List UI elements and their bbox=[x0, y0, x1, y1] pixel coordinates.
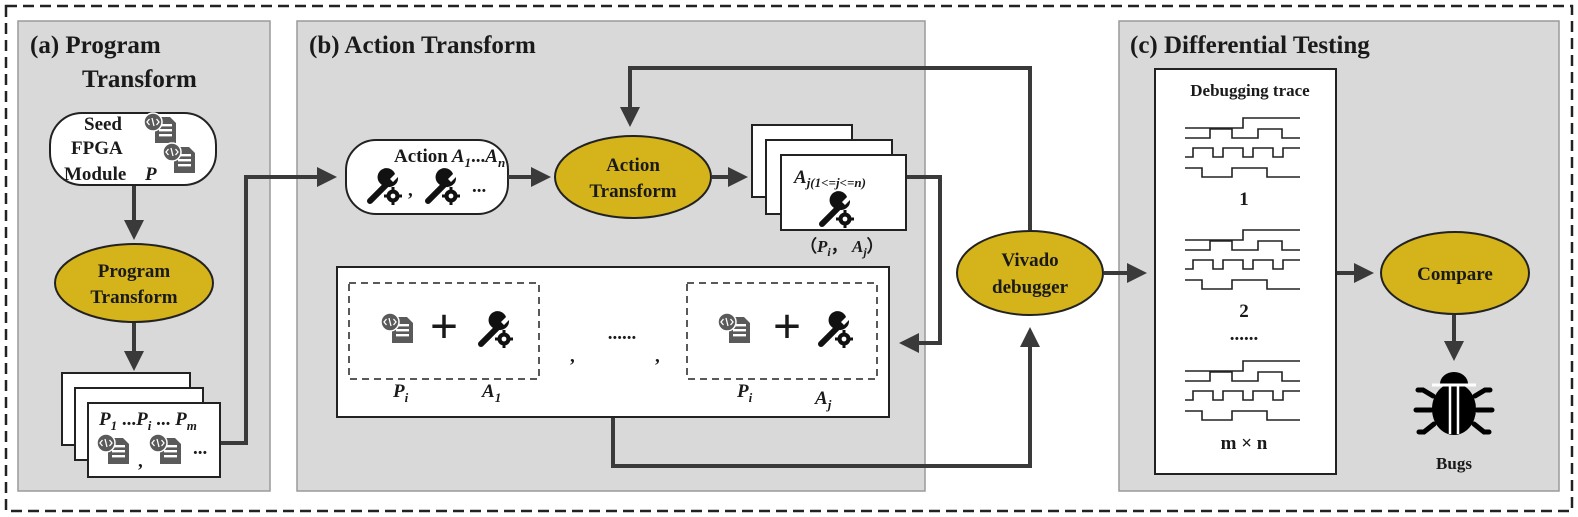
program-transform-line1: Program bbox=[98, 261, 171, 282]
seed-line3: Module bbox=[64, 164, 126, 185]
combinations-box bbox=[336, 266, 890, 418]
actions-ellipsis: ... bbox=[472, 176, 486, 197]
trace-panel bbox=[1154, 68, 1337, 475]
combo-right-p: Pi bbox=[736, 381, 753, 405]
action-transform-line2: Transform bbox=[589, 181, 676, 202]
panel-title-b: (b) Action Transform bbox=[309, 32, 536, 59]
compare-node bbox=[1380, 231, 1530, 315]
compare-label: Compare bbox=[1417, 264, 1493, 285]
arrow-combinations-to-vivado bbox=[611, 327, 1040, 468]
program-variants-label: P1 ...Pi ... Pm bbox=[98, 409, 197, 433]
seed-line2: FPGA bbox=[71, 138, 123, 159]
outer-dashed-border bbox=[4, 4, 1574, 513]
waveform-group bbox=[1185, 117, 1300, 178]
combo-comma-right: , bbox=[655, 346, 660, 367]
variants-ellipsis: ... bbox=[193, 438, 207, 459]
trace-title: Debugging trace bbox=[1190, 81, 1310, 100]
actions-comma: , bbox=[408, 180, 413, 201]
vivado-line1: Vivado bbox=[1001, 250, 1058, 271]
program-transform-node bbox=[54, 243, 214, 323]
pair-label: （Pi， Aj） bbox=[800, 236, 884, 259]
trace-label-mxn: m × n bbox=[1221, 433, 1268, 454]
action-transform-line1: Action bbox=[606, 155, 660, 176]
seed-var-p: P bbox=[144, 164, 157, 185]
seed-line1: Seed bbox=[84, 114, 122, 135]
combo-dots: ...... bbox=[608, 323, 637, 344]
program-transform-line2: Transform bbox=[90, 287, 177, 308]
arrow-variants-to-actions bbox=[221, 167, 337, 445]
combo-left-p: Pi bbox=[392, 381, 409, 405]
vivado-line2: debugger bbox=[992, 277, 1069, 298]
panel-title-a-line1: (a) Program bbox=[30, 32, 161, 59]
trace-label-1: 1 bbox=[1239, 189, 1249, 210]
vivado-debugger-node bbox=[956, 230, 1104, 316]
combo-left-a: A1 bbox=[481, 381, 501, 405]
arrow-stack-to-combinations bbox=[899, 175, 942, 353]
combo-right-a: Aj bbox=[814, 388, 832, 412]
plus-icon: + bbox=[430, 298, 459, 354]
action-transform-node bbox=[554, 135, 712, 219]
variants-comma: , bbox=[138, 451, 143, 472]
trace-dots: ...... bbox=[1230, 324, 1259, 345]
combo-comma-left: , bbox=[570, 346, 575, 367]
panel-title-a-line2: Transform bbox=[82, 66, 197, 93]
bugs-label: Bugs bbox=[1436, 454, 1472, 473]
aj-card-label: Aj(1<=j<=n) bbox=[793, 167, 866, 190]
panel-title-c: (c) Differential Testing bbox=[1130, 32, 1370, 59]
trace-label-2: 2 bbox=[1239, 301, 1249, 322]
plus-icon: + bbox=[773, 298, 802, 354]
arrow-vivado-feedback bbox=[620, 66, 1032, 230]
